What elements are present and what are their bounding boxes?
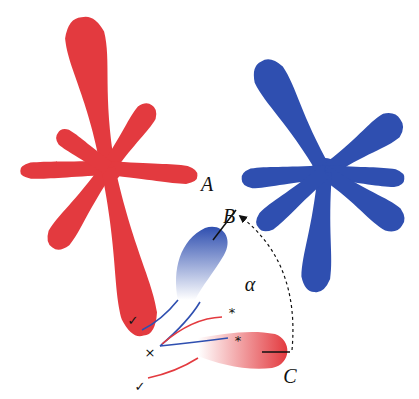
figure-letter: A xyxy=(201,174,213,194)
cross-mark: × xyxy=(145,346,156,359)
angle-symbol: α xyxy=(245,274,256,294)
blue-flower xyxy=(242,59,405,292)
red-flower xyxy=(20,17,197,337)
figure-letter: C xyxy=(283,366,296,386)
check-mark: ✓ xyxy=(128,314,139,327)
check-mark: ✓ xyxy=(135,380,146,393)
figure-letter: B xyxy=(223,206,235,226)
asterisk-mark: * xyxy=(235,334,242,347)
asterisk-mark: * xyxy=(229,306,236,319)
petal-detail xyxy=(142,210,293,378)
